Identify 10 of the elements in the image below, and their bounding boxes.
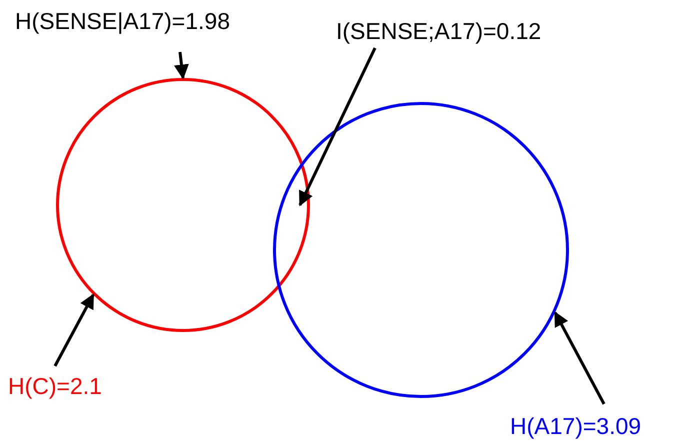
entropy-label: H(A17)=3.09 xyxy=(510,413,642,439)
entropy-circle xyxy=(56,78,310,332)
leader-line xyxy=(554,311,606,405)
entropy-label: H(C)=2.1 xyxy=(8,373,102,399)
entropy-circle xyxy=(273,102,569,398)
entropy-label: H(SENSE|A17)=1.98 xyxy=(15,8,230,34)
leader-line xyxy=(54,293,95,367)
leader-line xyxy=(298,47,376,206)
mutual-information-label: I(SENSE;A17)=0.12 xyxy=(336,18,542,44)
leader-line xyxy=(174,52,189,80)
